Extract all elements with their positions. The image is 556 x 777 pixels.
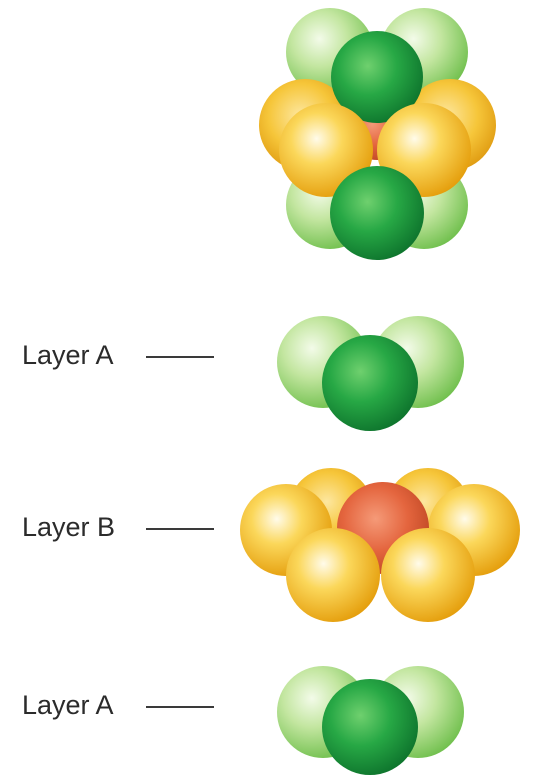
leader-line (146, 706, 214, 708)
green-atom-front (330, 166, 424, 260)
yellow-atom-front (381, 528, 475, 622)
layer-label-a-top: Layer A (22, 340, 114, 370)
layer-label-a-bottom: Layer A (22, 690, 114, 720)
leader-line (146, 356, 214, 358)
layer-label-b: Layer B (22, 512, 116, 542)
green-atom-front (331, 31, 423, 123)
green-atom-front (322, 679, 418, 775)
leader-line (146, 528, 214, 530)
green-atom-front (322, 335, 418, 431)
yellow-atom-front (286, 528, 380, 622)
yellow-atom-front (279, 103, 373, 197)
